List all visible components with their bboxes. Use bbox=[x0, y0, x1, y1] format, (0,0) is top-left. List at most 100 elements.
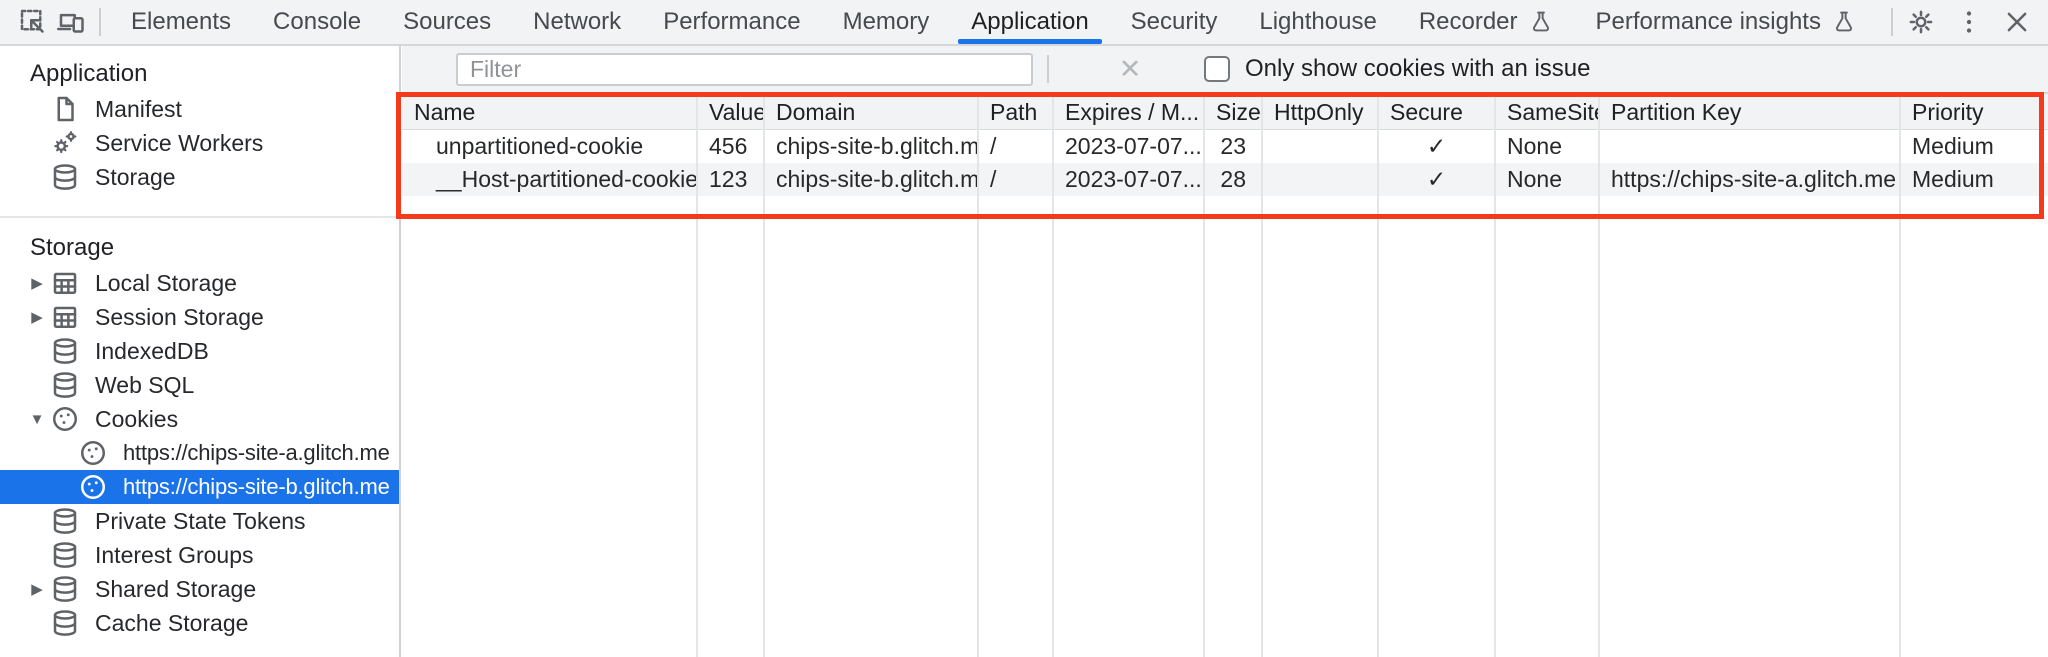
sidebar-item-cache-storage[interactable]: Cache Storage bbox=[0, 606, 399, 640]
sidebar-item-private-state-tokens[interactable]: Private State Tokens bbox=[0, 504, 399, 538]
sidebar-item-label: Cache Storage bbox=[95, 609, 249, 636]
tab-sources[interactable]: Sources bbox=[382, 0, 512, 44]
column-header-size[interactable]: Size bbox=[1216, 98, 1261, 125]
column-divider[interactable] bbox=[1203, 94, 1205, 657]
sidebar-item-label: Interest Groups bbox=[95, 541, 254, 568]
only-issues-checkbox[interactable] bbox=[1204, 56, 1230, 82]
delete-selected-icon[interactable]: ✕ bbox=[1118, 54, 1142, 84]
cell-path: / bbox=[990, 166, 997, 192]
column-header-samesite[interactable]: SameSite bbox=[1507, 98, 1599, 125]
column-divider[interactable] bbox=[1261, 94, 1263, 657]
cell-expires-m: 2023-07-07... bbox=[1065, 133, 1202, 159]
sidebar-item-https-chips-site-b-glitch-me[interactable]: https://chips-site-b.glitch.me bbox=[0, 470, 399, 504]
sidebar-item-label: Manifest bbox=[95, 95, 182, 122]
table-header-row: Name Value Domain Path Expires / M... Size Htt… bbox=[402, 94, 2048, 130]
column-header-secure[interactable]: Secure bbox=[1390, 98, 1463, 125]
cookies-toolbar: ✕ Only show cookies with an issue bbox=[402, 46, 2048, 94]
sidebar-item-storage[interactable]: Storage bbox=[0, 160, 399, 194]
sidebar-item-cookies[interactable]: ▼ Cookies bbox=[0, 402, 399, 436]
chevron-right-icon[interactable]: ▶ bbox=[31, 581, 43, 598]
sidebar-item-local-storage[interactable]: ▶Local Storage bbox=[0, 266, 399, 300]
cookie-icon bbox=[78, 472, 108, 502]
close-devtools-icon[interactable] bbox=[1998, 3, 2036, 41]
column-header-expires-m[interactable]: Expires / M... bbox=[1065, 98, 1200, 125]
column-header-priority[interactable]: Priority bbox=[1912, 98, 1984, 125]
column-divider[interactable] bbox=[1052, 94, 1054, 657]
settings-gear-icon[interactable] bbox=[1902, 3, 1940, 41]
sidebar-item-web-sql[interactable]: Web SQL bbox=[0, 368, 399, 402]
database-icon bbox=[50, 162, 80, 192]
tab-console[interactable]: Console bbox=[252, 0, 382, 44]
cookies-data-grid: Name Value Domain Path Expires / M... Size Htt… bbox=[402, 94, 2048, 657]
tab-elements[interactable]: Elements bbox=[110, 0, 252, 44]
column-divider[interactable] bbox=[1377, 94, 1379, 657]
tab-recorder[interactable]: Recorder bbox=[1398, 0, 1575, 44]
tab-label: Console bbox=[273, 8, 362, 35]
column-divider[interactable] bbox=[977, 94, 979, 657]
column-divider[interactable] bbox=[763, 94, 765, 657]
filter-input[interactable] bbox=[456, 52, 1033, 86]
more-options-icon[interactable] bbox=[1950, 3, 1988, 41]
sidebar-item-session-storage[interactable]: ▶Session Storage bbox=[0, 300, 399, 334]
toolbar-divider bbox=[99, 8, 101, 36]
database-icon bbox=[50, 608, 80, 638]
column-divider[interactable] bbox=[1494, 94, 1496, 657]
sidebar-item-label: Shared Storage bbox=[95, 575, 257, 602]
chevron-right-icon[interactable]: ▶ bbox=[31, 309, 43, 326]
tab-label: Recorder bbox=[1418, 8, 1518, 35]
chevron-down-icon[interactable]: ▼ bbox=[29, 410, 45, 428]
cell-size: 28 bbox=[1220, 166, 1246, 192]
sidebar-item-shared-storage[interactable]: ▶ Shared Storage bbox=[0, 572, 399, 606]
column-header-domain[interactable]: Domain bbox=[776, 98, 856, 125]
only-issues-label[interactable]: Only show cookies with an issue bbox=[1245, 55, 1591, 82]
sidebar-item-manifest[interactable]: Manifest bbox=[0, 92, 399, 126]
tab-network[interactable]: Network bbox=[512, 0, 642, 44]
sidebar-item-label: Web SQL bbox=[95, 371, 195, 398]
column-header-httponly[interactable]: HttpOnly bbox=[1274, 98, 1364, 125]
tab-performance-insights[interactable]: Performance insights bbox=[1575, 0, 1878, 44]
sidebar-item-label: https://chips-site-a.glitch.me bbox=[123, 440, 390, 465]
column-divider[interactable] bbox=[1899, 94, 1901, 657]
column-header-value[interactable]: Value bbox=[709, 98, 764, 125]
sidebar-section-title-application: Application bbox=[30, 60, 148, 87]
refresh-icon[interactable] bbox=[412, 50, 450, 88]
device-toolbar-icon[interactable] bbox=[52, 3, 90, 41]
cell-domain: chips-site-b.glitch.me bbox=[776, 133, 978, 159]
toolbar-divider bbox=[1891, 8, 1893, 36]
tab-performance[interactable]: Performance bbox=[642, 0, 821, 44]
tab-lighthouse[interactable]: Lighthouse bbox=[1238, 0, 1397, 44]
tab-security[interactable]: Security bbox=[1110, 0, 1239, 44]
sidebar-item-label: https://chips-site-b.glitch.me bbox=[123, 474, 390, 499]
clear-filter-icon[interactable] bbox=[1066, 50, 1104, 88]
tab-label: Memory bbox=[842, 8, 930, 35]
column-divider[interactable] bbox=[696, 94, 698, 657]
column-divider[interactable] bbox=[1598, 94, 1600, 657]
inspect-element-icon[interactable] bbox=[14, 3, 52, 41]
column-header-path[interactable]: Path bbox=[990, 98, 1038, 125]
chevron-right-icon[interactable]: ▶ bbox=[31, 275, 43, 292]
sidebar-item-https-chips-site-a-glitch-me[interactable]: https://chips-site-a.glitch.me bbox=[0, 436, 399, 470]
sidebar-item-service-workers[interactable]: Service Workers bbox=[0, 126, 399, 160]
column-header-name[interactable]: Name bbox=[414, 98, 476, 125]
tab-label: Application bbox=[971, 8, 1089, 35]
column-header-partition-key[interactable]: Partition Key bbox=[1611, 98, 1742, 125]
table-icon bbox=[50, 302, 80, 332]
tab-application[interactable]: Application bbox=[950, 0, 1109, 44]
sidebar-item-label: Service Workers bbox=[95, 129, 264, 156]
sidebar-item-interest-groups[interactable]: Interest Groups bbox=[0, 538, 399, 572]
sidebar-item-label: Cookies bbox=[95, 405, 179, 432]
tab-label: Performance insights bbox=[1595, 8, 1821, 35]
toolbar-divider bbox=[1047, 55, 1049, 83]
cell-size: 23 bbox=[1220, 133, 1246, 159]
cell-partition-key: https://chips-site-a.glitch.me bbox=[1611, 166, 1897, 192]
database-icon bbox=[50, 506, 80, 536]
sidebar-item-indexeddb[interactable]: IndexedDB bbox=[0, 334, 399, 368]
tab-memory[interactable]: Memory bbox=[822, 0, 951, 44]
cell-expires-m: 2023-07-07... bbox=[1065, 166, 1202, 192]
cell-value: 456 bbox=[709, 133, 748, 159]
